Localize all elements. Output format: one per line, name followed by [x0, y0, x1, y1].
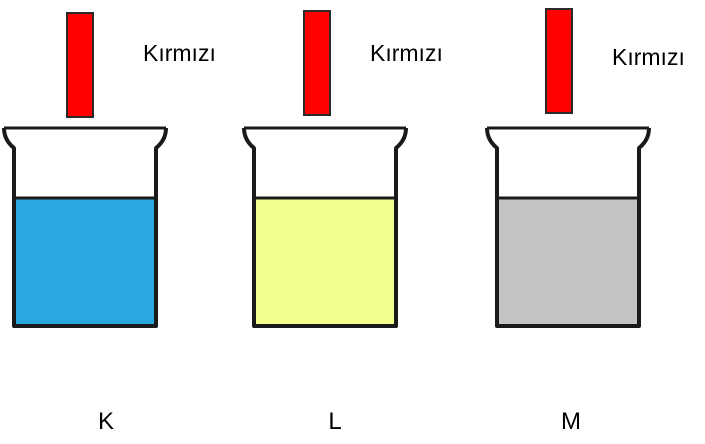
beaker-l-liquid [255, 198, 395, 326]
red-litmus-strip-l [303, 10, 331, 116]
beaker-m-liquid [498, 198, 638, 326]
beaker-label-l: L [328, 408, 342, 435]
beaker-m [485, 126, 651, 328]
red-litmus-strip-m [545, 8, 573, 114]
beaker-k [2, 126, 168, 328]
strip-label-k: Kırmızı [143, 40, 216, 66]
strip-label-l: Kırmızı [370, 40, 443, 66]
beaker-k-liquid [15, 198, 155, 326]
strip-label-m: Kırmızı [612, 44, 685, 70]
beaker-l [242, 126, 408, 328]
beaker-label-k: K [97, 408, 114, 435]
beaker-label-m: M [561, 408, 581, 435]
red-litmus-strip-k [66, 12, 94, 118]
